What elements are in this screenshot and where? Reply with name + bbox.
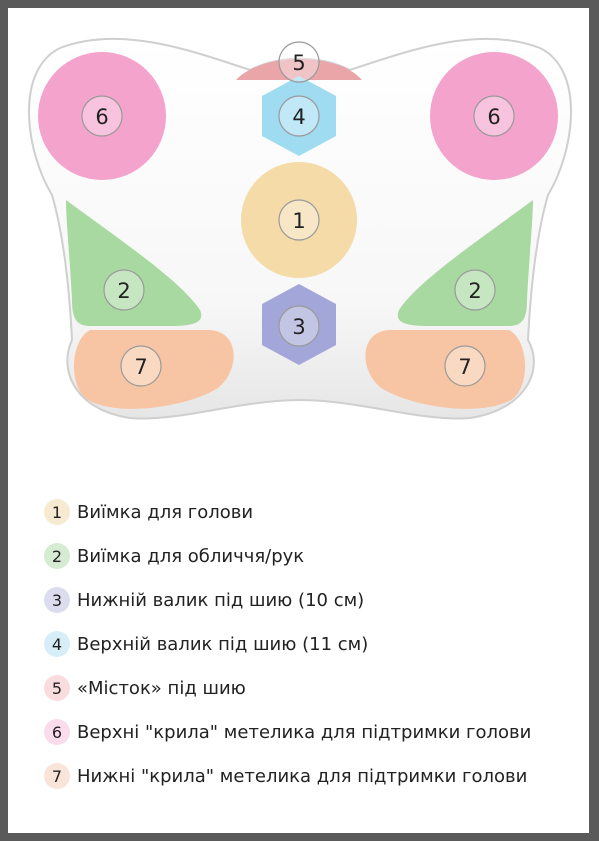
zone-6-left [38,52,166,180]
legend-number-5: 5 [44,675,70,701]
legend: 1 Виїмка для голови 2 Виїмка для обличчя… [44,490,584,798]
marker-6-right: 6 [473,95,515,137]
zone-5-bridge [236,59,362,80]
svg-text:6: 6 [95,105,108,129]
svg-text:4: 4 [292,105,305,129]
marker-2-right: 2 [454,269,496,311]
svg-text:3: 3 [292,315,305,339]
legend-item-5: 5 «Місток» під шию [44,666,584,710]
marker-6-left: 6 [81,95,123,137]
legend-number-1: 1 [44,499,70,525]
zone-4-hexagon [262,76,336,156]
svg-text:1: 1 [292,209,305,233]
svg-text:6: 6 [487,105,500,129]
svg-text:7: 7 [134,355,147,379]
svg-text:5: 5 [292,51,305,75]
zone-6-right [430,52,558,180]
marker-7-right: 7 [444,345,486,387]
legend-item-6: 6 Верхні "крила" метелика для підтримки … [44,710,584,754]
zone-2-right [397,200,533,326]
marker-7-left: 7 [120,345,162,387]
svg-text:7: 7 [458,355,471,379]
legend-number-7: 7 [44,763,70,789]
marker-3: 3 [278,305,320,347]
legend-number-6: 6 [44,719,70,745]
legend-item-2: 2 Виїмка для обличчя/рук [44,534,584,578]
zone-1-head-recess [241,162,357,278]
zone-3-hexagon [262,284,336,365]
legend-number-3: 3 [44,587,70,613]
marker-2-left: 2 [103,269,145,311]
legend-item-7: 7 Нижні "крила" метелика для підтримки г… [44,754,584,798]
legend-number-2: 2 [44,543,70,569]
legend-item-4: 4 Верхній валик під шию (11 см) [44,622,584,666]
marker-4: 4 [278,95,320,137]
legend-text-7: Нижні "крила" метелика для підтримки гол… [77,765,528,787]
zone-7-left [73,330,234,409]
svg-text:2: 2 [468,279,481,303]
legend-item-3: 3 Нижній валик під шию (10 см) [44,578,584,622]
marker-1: 1 [278,199,320,241]
pillow-diagram: 5 4 6 6 1 2 2 3 7 7 [28,37,572,420]
legend-text-1: Виїмка для голови [77,501,254,523]
marker-5: 5 [278,41,320,83]
legend-number-4: 4 [44,631,70,657]
legend-text-4: Верхній валик під шию (11 см) [77,633,369,655]
legend-text-3: Нижній валик під шию (10 см) [77,589,365,611]
legend-item-1: 1 Виїмка для голови [44,490,584,534]
legend-text-2: Виїмка для обличчя/рук [77,545,305,567]
legend-text-5: «Місток» під шию [77,677,246,699]
svg-text:2: 2 [117,279,130,303]
legend-text-6: Верхні "крила" метелика для підтримки го… [77,721,532,743]
zone-2-left [66,200,202,326]
